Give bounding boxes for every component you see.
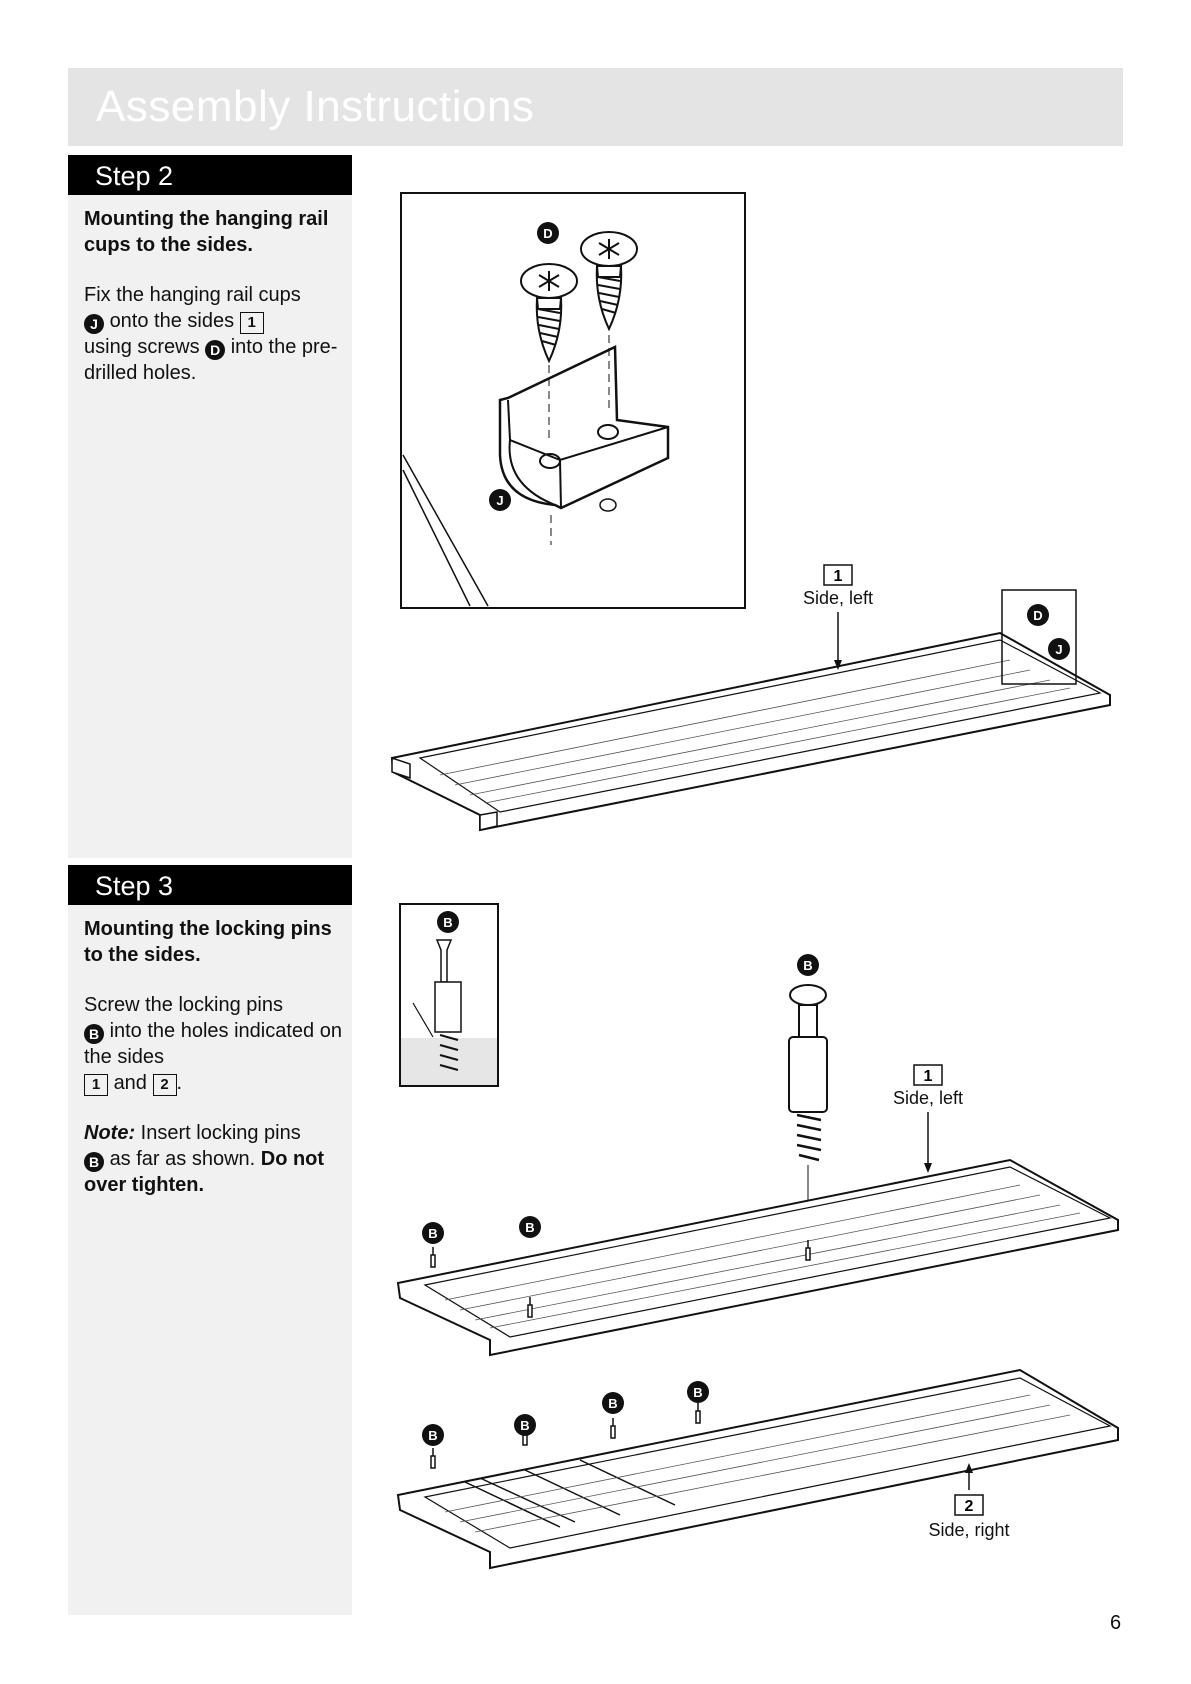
step-3-instructions: Screw the locking pins B into the holes … [84, 994, 342, 1096]
page-title: Assembly Instructions [96, 82, 535, 131]
step-2-text: Mounting the hanging rail cups to the si… [84, 206, 346, 410]
step-2-panel [68, 155, 352, 858]
part-b-badge: B [84, 1152, 104, 1172]
callout-b: B [428, 1428, 437, 1443]
step-2-title: Step 2 [95, 161, 174, 191]
part-j-badge: J [84, 314, 104, 334]
step-2-instructions: Fix the hanging rail cups J onto the sid… [84, 284, 338, 384]
callout-b: B [803, 958, 812, 973]
step-3-side-left-drawing: 1 Side, left B B [396, 1064, 1119, 1357]
callout-b: B [608, 1396, 617, 1411]
step-2-side-panel-drawing: 1 Side, left D J [390, 564, 1111, 832]
callout-b: B [428, 1226, 437, 1241]
part-d-badge: D [205, 340, 226, 360]
step-3-title: Step 3 [95, 871, 174, 901]
page-number: 6 [1110, 1612, 1122, 1634]
step-3-note: Note: Insert locking pins B as far as sh… [84, 1122, 325, 1196]
callout-b: B [525, 1220, 534, 1235]
side-left-label: Side, left [803, 588, 873, 608]
step-3-detail-view: B [399, 903, 499, 1087]
rail-cup-illustration [498, 345, 670, 510]
step-3-side-right-drawing: 2 Side, right B B B B [396, 1368, 1119, 1570]
callout-d: D [1033, 608, 1042, 623]
callout-b: B [443, 915, 452, 930]
callout-j: J [1055, 642, 1062, 657]
callout-d: D [543, 226, 552, 241]
header-band: Assembly Instructions [68, 68, 1123, 146]
side-right-label: Side, right [928, 1520, 1009, 1540]
callout-b: B [520, 1418, 529, 1433]
side-2-badge: 2 [152, 1074, 177, 1096]
step-3-text: Mounting the locking pins to the sides. … [84, 916, 346, 1222]
side-1-badge: 1 [84, 1074, 108, 1096]
step-3-header: Step 3 [68, 865, 352, 905]
part-b-badge: B [84, 1024, 104, 1044]
side-number-box: 2 [965, 1498, 974, 1515]
step-3-panel [68, 865, 352, 1615]
step-3-heading: Mounting the locking pins to the sides. [84, 918, 332, 966]
step-2-header: Step 2 [68, 155, 352, 195]
side-number-box: 1 [924, 1068, 933, 1085]
callout-b: B [693, 1385, 702, 1400]
step-2-heading: Mounting the hanging rail cups to the si… [84, 208, 329, 256]
side-left-label: Side, left [893, 1088, 963, 1108]
side-number-box: 1 [834, 568, 843, 585]
step-2-detail-view: D J [400, 192, 746, 609]
callout-j: J [496, 493, 503, 508]
